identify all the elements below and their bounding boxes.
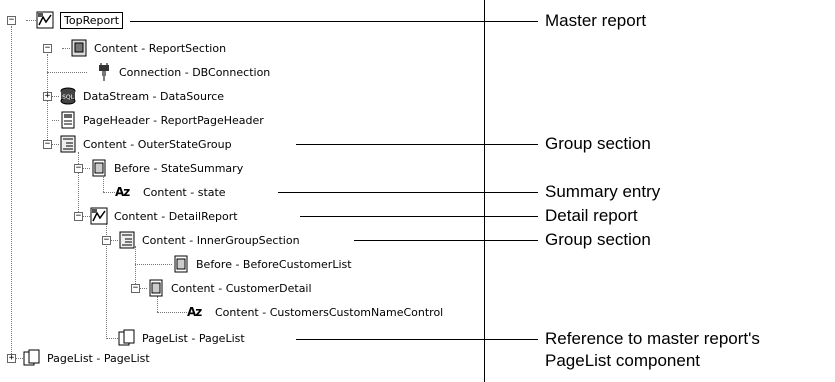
expand-toggle[interactable]: + <box>43 91 52 101</box>
callout-group-section: Group section <box>545 134 651 153</box>
pages-icon <box>23 349 41 367</box>
tree-node-inner-page-list[interactable]: PageList - PageList <box>118 328 245 348</box>
callout-master-report: Master report <box>545 11 647 30</box>
tree-connector <box>16 358 23 359</box>
tree-panel: − − + − − − − − + TopReport Content - Re… <box>7 0 485 382</box>
tree-node-state[interactable]: Az Content - state <box>115 182 226 202</box>
tree-node-label: Connection - DBConnection <box>119 65 271 79</box>
tree-guide-line <box>157 296 158 312</box>
tree-node-label: Content - CustomersCustomNameControl <box>215 305 444 319</box>
tree-node-label: DataStream - DataSource <box>83 89 225 103</box>
frame-icon <box>172 255 190 273</box>
section-icon <box>70 39 88 57</box>
tree-node-label: Before - StateSummary <box>114 161 244 175</box>
tree-connector <box>52 96 59 97</box>
report-icon <box>36 11 54 29</box>
tree-connector <box>47 72 87 73</box>
tree-node-page-header[interactable]: PageHeader - ReportPageHeader <box>59 110 264 130</box>
tree-node-label: Content - ReportSection <box>94 41 227 55</box>
callout-detail-report: Detail report <box>545 206 638 225</box>
tree-guide-line <box>103 175 104 192</box>
callout-pagelist-reference: Reference to master report's <box>545 329 760 348</box>
tree-connector <box>62 48 70 49</box>
collapse-toggle[interactable]: − <box>74 163 83 173</box>
tree-guide-line <box>135 246 136 288</box>
text-control-icon: Az <box>115 185 130 199</box>
callout-leader-line <box>354 240 538 241</box>
callout-leader-line <box>278 192 538 193</box>
tree-node-top-report[interactable]: TopReport <box>36 10 124 30</box>
tree-node-outer-state-group[interactable]: Content - OuterStateGroup <box>59 134 232 154</box>
tree-connector <box>140 288 147 289</box>
callout-leader-line <box>296 339 538 340</box>
callout-leader-line <box>130 21 538 22</box>
tree-connector <box>52 120 59 121</box>
tree-connector <box>135 264 172 265</box>
tree-guide-line <box>11 26 12 358</box>
group-icon <box>118 231 136 249</box>
collapse-toggle[interactable]: − <box>43 139 52 149</box>
collapse-toggle[interactable]: − <box>43 43 52 53</box>
tree-node-label: Content - InnerGroupSection <box>142 233 300 247</box>
callout-summary-entry: Summary entry <box>545 182 661 201</box>
group-icon <box>59 135 77 153</box>
collapse-toggle[interactable]: − <box>7 15 16 25</box>
tree-node-label: PageList - PageList <box>142 331 245 345</box>
callout-group-section-inner: Group section <box>545 230 651 249</box>
tree-node-page-list[interactable]: PageList - PageList <box>23 348 150 368</box>
tree-node-label: PageHeader - ReportPageHeader <box>83 113 264 127</box>
collapse-toggle[interactable]: − <box>74 211 83 221</box>
tree-node-label: Content - OuterStateGroup <box>83 137 232 151</box>
tree-guide-line <box>78 152 79 214</box>
frame-icon <box>147 279 165 297</box>
tree-node-label: Content - DetailReport <box>114 209 238 223</box>
tree-node-report-section[interactable]: Content - ReportSection <box>70 38 226 58</box>
tree-connector <box>83 168 90 169</box>
tree-node-label: Content - CustomerDetail <box>171 281 312 295</box>
tree-node-customer-detail[interactable]: Content - CustomerDetail <box>147 278 312 298</box>
text-control-icon: Az <box>187 305 202 319</box>
page-icon <box>59 111 77 129</box>
tree-node-state-summary[interactable]: Before - StateSummary <box>90 158 243 178</box>
plug-icon <box>95 63 113 81</box>
tree-node-label: Before - BeforeCustomerList <box>196 257 352 271</box>
tree-guide-line <box>106 222 107 339</box>
tree-connector <box>111 240 118 241</box>
tree-connector <box>103 192 115 193</box>
tree-node-label: Content - state <box>143 185 226 199</box>
callout-pagelist-reference-line2: PageList component <box>545 351 700 370</box>
tree-node-data-stream[interactable]: SQL DataStream - DataSource <box>59 86 224 106</box>
tree-connector <box>83 216 90 217</box>
tree-node-custom-name-control[interactable]: Az Content - CustomersCustomNameControl <box>187 302 443 322</box>
callout-leader-line <box>300 216 538 217</box>
svg-text:SQL: SQL <box>62 94 75 101</box>
tree-connector <box>157 312 187 313</box>
callout-leader-line <box>296 144 538 145</box>
report-icon <box>90 207 108 225</box>
tree-node-label: TopReport <box>60 11 124 29</box>
collapse-toggle[interactable]: − <box>102 235 111 245</box>
tree-connector <box>106 338 118 339</box>
tree-node-inner-group-section[interactable]: Content - InnerGroupSection <box>118 230 300 250</box>
tree-node-connection[interactable]: Connection - DBConnection <box>95 62 270 82</box>
database-icon: SQL <box>59 87 77 105</box>
tree-node-before-customer-list[interactable]: Before - BeforeCustomerList <box>172 254 352 274</box>
tree-connector <box>26 20 36 21</box>
pages-icon <box>118 329 136 347</box>
tree-node-detail-report[interactable]: Content - DetailReport <box>90 206 238 226</box>
collapse-toggle[interactable]: − <box>131 283 140 293</box>
frame-icon <box>90 159 108 177</box>
expand-toggle[interactable]: + <box>7 353 16 363</box>
tree-connector <box>52 144 59 145</box>
tree-node-label: PageList - PageList <box>47 351 150 365</box>
